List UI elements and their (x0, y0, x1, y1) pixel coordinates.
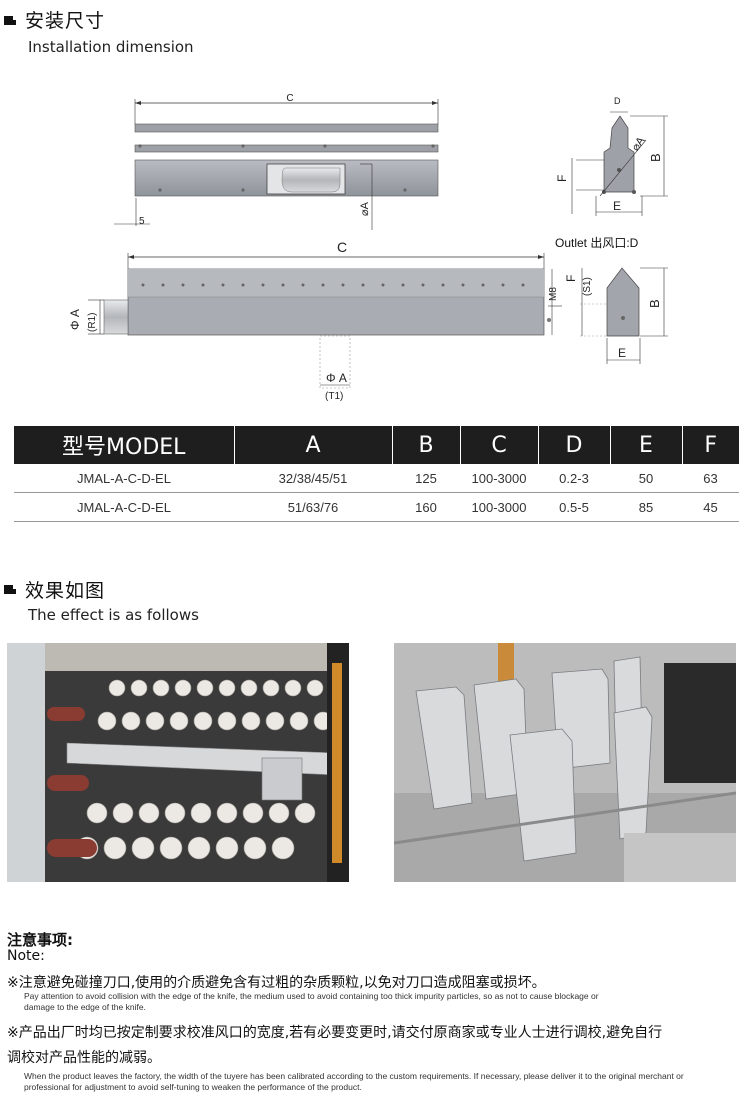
dim-phi-a-t1: Φ A (326, 371, 347, 385)
outlet-profile-view (606, 267, 640, 337)
section-title-en: The effect is as follows (28, 606, 199, 624)
table-header-row: 型号MODEL A B C D E F (14, 426, 739, 464)
table-cell: 160 (392, 492, 460, 522)
effect-photo-right (394, 643, 736, 882)
table-cell: 85 (610, 492, 682, 522)
table-cell: 50 (610, 464, 682, 493)
header-f: F (682, 426, 739, 464)
dim-c-bottom: C (337, 239, 347, 255)
dim-e2: E (618, 346, 626, 360)
table-row: JMAL-A-C-D-EL 32/38/45/51 125 100-3000 0… (14, 464, 739, 493)
notes-title-cn: 注意事项: (7, 931, 73, 949)
table-cell: JMAL-A-C-D-EL (14, 464, 234, 493)
section-marker-icon (4, 585, 16, 594)
effect-photo-left (7, 643, 349, 882)
section-marker-icon (4, 16, 16, 25)
table-cell: 0.5-5 (538, 492, 610, 522)
dim-c-top: C (286, 93, 293, 104)
section-title-cn: 安装尺寸 (25, 10, 106, 32)
note-2-en: When the product leaves the factory, the… (24, 1071, 684, 1092)
dim-5: 5 (139, 216, 145, 227)
table-row: JMAL-A-C-D-EL 51/63/76 160 100-3000 0.5-… (14, 492, 739, 522)
table-cell: 125 (392, 464, 460, 493)
dim-d: D (614, 96, 621, 106)
header-model: 型号MODEL (14, 426, 235, 464)
header-b: B (392, 426, 461, 464)
table-cell: 100-3000 (460, 464, 538, 493)
header-a: A (234, 426, 393, 464)
table-cell: 0.2-3 (538, 464, 610, 493)
dim-f: F (555, 175, 569, 182)
note-1-en: Pay attention to avoid collision with th… (24, 991, 599, 1012)
table-cell: JMAL-A-C-D-EL (14, 492, 234, 522)
notes-title-en: Note: (7, 948, 45, 964)
header-c: C (460, 426, 539, 464)
table-cell: 51/63/76 (234, 492, 392, 522)
dim-m8: M8 (548, 287, 559, 301)
dim-t1: (T1) (325, 391, 343, 402)
note-2-cn-line1: ※产品出厂时均已按定制要求校准风口的宽度,若有必要变更时,请交付原商家或专业人士… (7, 1025, 663, 1041)
dim-phi-a-side: ⌀A (630, 134, 648, 153)
header-e: E (610, 426, 683, 464)
dim-e: E (613, 199, 621, 213)
spec-table: 型号MODEL A B C D E F JMAL-A-C-D-EL 32/38/… (14, 426, 739, 522)
table-cell: 63 (682, 464, 739, 493)
front-view-knife (103, 268, 551, 389)
dim-b2: B (647, 299, 662, 308)
side-profile-view (599, 115, 647, 197)
table-cell: 45 (682, 492, 739, 522)
dim-f-s1: F (564, 275, 578, 282)
dim-b: B (648, 153, 663, 162)
dim-phi-a-top: ⌀A (359, 201, 371, 216)
dim-s1: (S1) (582, 277, 593, 296)
note-2-cn-line2: 调校对产品性能的减弱。 (7, 1050, 161, 1066)
dim-phi-a-r1: Φ A (68, 309, 82, 330)
installation-drawing: C 5 ⌀A D ⌀A F B E C Φ A (68, 93, 668, 402)
top-view-knife (134, 123, 439, 197)
table-cell: 100-3000 (460, 492, 538, 522)
table-cell: 32/38/45/51 (234, 464, 392, 493)
section-title-en: Installation dimension (28, 38, 194, 56)
dim-r1: (R1) (87, 313, 98, 332)
outlet-label: Outlet 出风口:D (555, 236, 639, 250)
header-d: D (538, 426, 611, 464)
section-title-cn: 效果如图 (25, 580, 106, 602)
note-1-cn: ※注意避免碰撞刀口,使用的介质避免含有过粗的杂质颗粒,以免对刀口造成阻塞或损坏。 (7, 975, 546, 991)
